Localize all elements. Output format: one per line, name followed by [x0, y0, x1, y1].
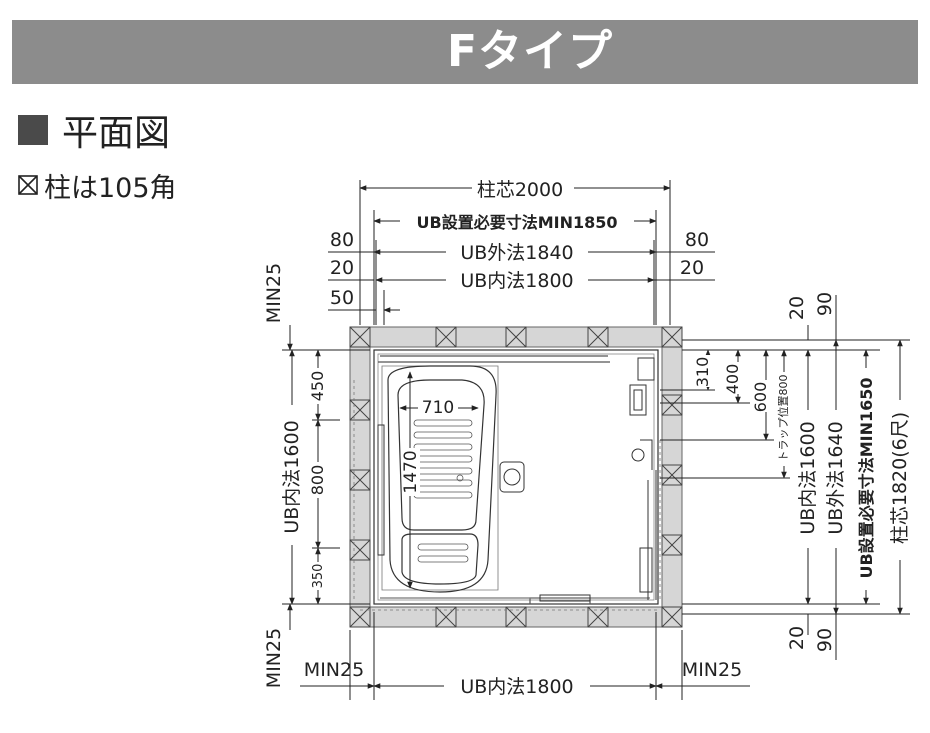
dim-min25-bottom-left-h: MIN25 [304, 659, 364, 681]
crossed-box-icon [18, 175, 38, 195]
dashed-outline [353, 380, 661, 611]
dim-min25-bottom-left: MIN25 [263, 628, 285, 688]
banner-title: Fタイプ [446, 26, 614, 77]
dim-tub-710: 710 [422, 398, 454, 418]
dim-right-bottom-90: 90 [814, 628, 836, 652]
dim-required-1850: UB設置必要寸法MIN1850 [417, 213, 618, 232]
dim-right-310: 310 [693, 357, 712, 388]
dim-right-400: 400 [723, 364, 742, 395]
pillar-note: 柱は105角 [18, 168, 177, 204]
dim-inner-1800-top: UB内法1800 [460, 270, 573, 292]
square-bullet-icon [18, 115, 48, 145]
dim-tub-1470: 1470 [401, 450, 421, 493]
dim-left-20: 20 [330, 257, 354, 279]
dim-min25-top-left: MIN25 [263, 263, 285, 323]
dim-left-800: 800 [308, 465, 327, 496]
dim-left-350: 350 [311, 564, 326, 589]
dim-right-top-20: 20 [786, 296, 808, 320]
fixtures [377, 357, 657, 602]
pillar-note-text: 柱は105角 [44, 172, 177, 204]
dim-pillar-2000: 柱芯2000 [477, 179, 563, 201]
title-banner: Fタイプ [12, 20, 918, 84]
dim-left-450: 450 [308, 371, 327, 402]
dim-right-top-90: 90 [814, 292, 836, 316]
dim-right-required-1650: UB設置必要寸法MIN1650 [857, 378, 876, 579]
dim-right-pillar-1820: 柱芯1820(6尺) [889, 412, 911, 544]
dim-left-80: 80 [330, 229, 354, 251]
dim-right-20: 20 [680, 257, 704, 279]
dim-inner-1800-bottom: UB内法1800 [460, 676, 573, 698]
dim-right-trap: トラップ位置800 [776, 375, 790, 462]
section-title: 平面図 [62, 113, 171, 154]
dim-right-600: 600 [751, 382, 770, 413]
dim-min25-bottom-right-h: MIN25 [682, 659, 742, 681]
dim-outer-1840: UB外法1840 [460, 242, 573, 264]
dim-left-50: 50 [330, 287, 354, 309]
dim-right-80: 80 [685, 229, 709, 251]
pillar-icons [349, 326, 683, 628]
dim-right-bottom-20: 20 [786, 626, 808, 650]
dim-left-inner-1600: UB内法1600 [281, 420, 303, 533]
section-heading: 平面図 [18, 108, 170, 154]
dim-right-inner-1600: UB内法1600 [797, 421, 819, 534]
dim-right-outer-1640: UB外法1640 [825, 421, 847, 534]
